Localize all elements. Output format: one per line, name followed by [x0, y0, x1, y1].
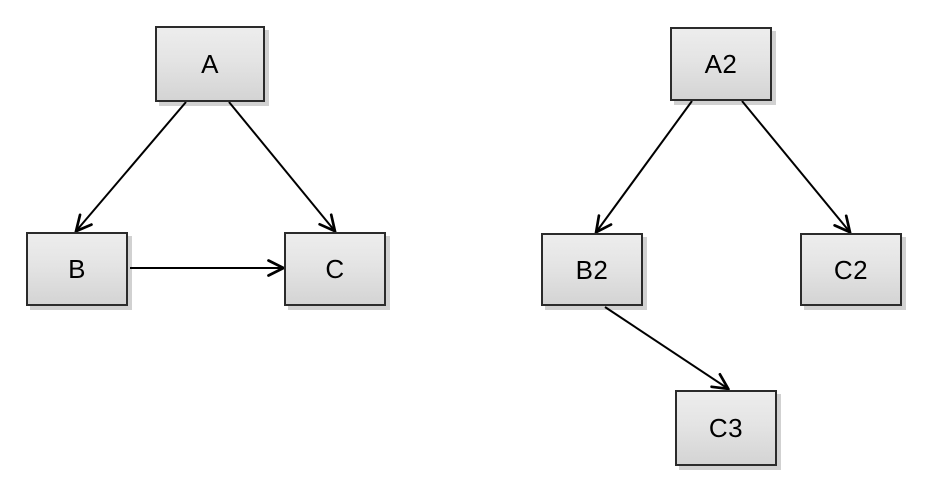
node-c[interactable]: C	[284, 232, 386, 306]
node-label-c3: C3	[708, 413, 744, 443]
node-label-c2: C2	[833, 254, 869, 285]
node-label-c: C	[325, 254, 345, 284]
node-label-b: B	[68, 254, 86, 284]
node-c2[interactable]: C2	[800, 233, 902, 306]
node-label-a2: A2	[704, 49, 738, 79]
node-label-a: A	[201, 49, 219, 79]
node-c3[interactable]: C3	[675, 390, 777, 466]
edge-a-to-c	[228, 101, 334, 230]
edge-b2-to-c3	[604, 306, 727, 388]
edge-a2-to-b2	[597, 100, 693, 231]
edge-a2-to-c2	[741, 100, 849, 231]
node-a[interactable]: A	[155, 26, 265, 102]
edges-group	[77, 100, 849, 388]
node-b[interactable]: B	[26, 232, 128, 306]
edge-a-to-b	[77, 101, 187, 230]
node-label-b2: B2	[575, 254, 609, 285]
node-a2[interactable]: A2	[670, 27, 772, 101]
node-b2[interactable]: B2	[541, 233, 643, 306]
